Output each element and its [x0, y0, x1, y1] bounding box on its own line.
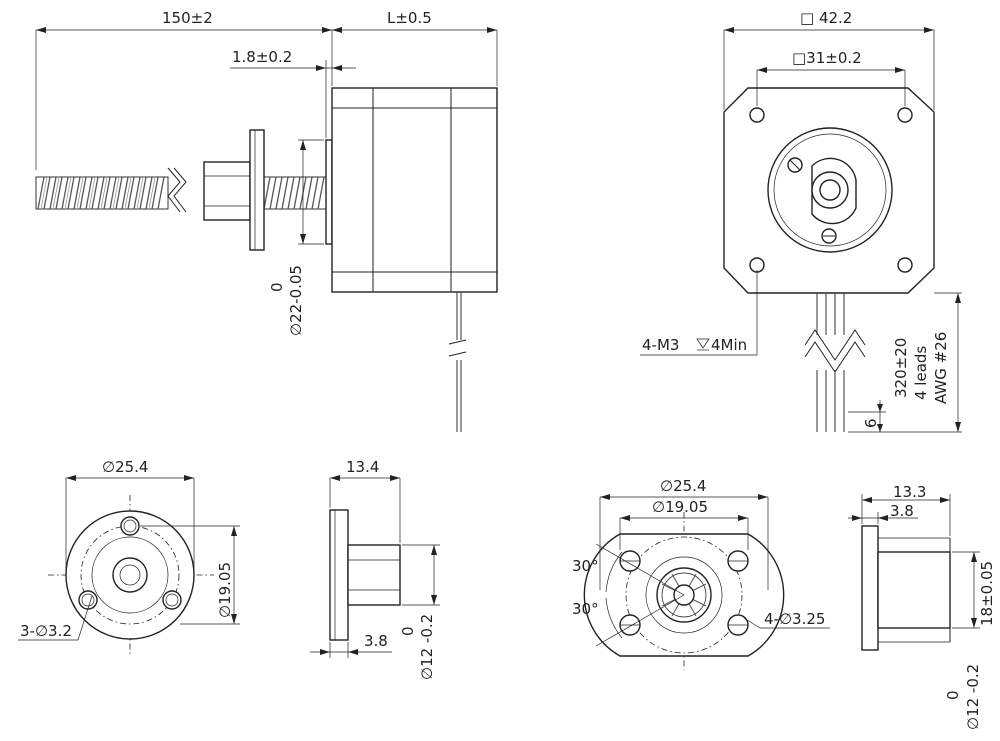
nut-a-side-flange [329, 509, 349, 641]
lead-gauge-label: AWG #26 [932, 332, 950, 404]
nut-a-hole-1 [120, 516, 140, 536]
nut-a-holes-dim: 3-∅3.2 [20, 622, 72, 640]
mount-holes-dim: 4-M3 [642, 336, 679, 354]
mount-hole-bl [749, 257, 765, 273]
nut-b-flange-thk: 3.8 [890, 502, 914, 520]
screw-length-dim: 150±2 [162, 9, 213, 27]
lead-count-label: 4 leads [912, 346, 930, 400]
nut-b-flange-dia: ∅25.4 [660, 477, 706, 495]
nut-on-screw [203, 129, 265, 251]
motor-boss [325, 139, 333, 245]
motor-length-dim: L±0.5 [387, 9, 432, 27]
nut-a-bolt-circle: ∅19.05 [216, 562, 234, 618]
strip-length-dim: 6 [862, 418, 880, 428]
boss-diameter-dim: ∅22-0.05 [287, 265, 305, 336]
nut-a-side-body [347, 544, 401, 606]
nut-b-body-dia: ∅12 -0.2 [964, 664, 982, 730]
motor-body [331, 87, 498, 293]
nut-b-length: 13.3 [893, 483, 926, 501]
nut-b-tol-upper: 0 [944, 690, 962, 700]
mount-hole-tr [897, 107, 913, 123]
nut-b-side-body [877, 551, 951, 629]
nut-a-side-view: 13.4 3.8 0 ∅12 -0.2 [310, 458, 440, 680]
nut-a-hole-3 [162, 590, 182, 610]
mount-hole-br [897, 257, 913, 273]
nut-b-angle-lower: 30° [572, 600, 599, 618]
nut-b-side-view: 13.3 3.8 18±0.05 0 ∅12 -0.2 [848, 483, 996, 730]
flange-size-dim: □ 42.2 [800, 9, 852, 27]
motor-front-view: □ 42.2 □31±0.2 4-M3 4Min 320±20 4 leads … [640, 9, 962, 433]
lead-screw [35, 167, 331, 213]
lead-length-dim: 320±20 [892, 338, 910, 398]
boss-tol-upper: 0 [268, 282, 286, 292]
nut-a-tol-upper: 0 [399, 626, 417, 636]
nut-b-angle-upper: 30° [572, 557, 599, 575]
mount-depth-dim: 4Min [711, 336, 747, 354]
nut-b-bolt-circle: ∅19.05 [652, 498, 708, 516]
motor-side-view: 150±2 L±0.5 1.8±0.2 0 ∅22-0.05 [35, 9, 498, 432]
nut-a-front-view: ∅25.4 ∅19.05 3-∅3.2 [18, 458, 240, 655]
nut-b-holes-dim: 4-∅3.25 [764, 610, 825, 628]
front-lead-wires [804, 293, 866, 432]
nut-a-flange-thk: 3.8 [364, 632, 388, 650]
mount-hole-tl [749, 107, 765, 123]
boss-height-dim: 1.8±0.2 [232, 48, 292, 66]
nut-a-body-dia: ∅12 -0.2 [418, 614, 436, 680]
hole-spacing-dim: □31±0.2 [792, 49, 862, 67]
nut-b-flat-width: 18±0.05 [978, 561, 996, 626]
lead-wire [448, 292, 467, 432]
nut-b-side-flange [861, 525, 879, 651]
nut-b-front-view: ∅25.4 ∅19.05 30° 30° 4-∅3.25 [572, 477, 830, 670]
nut-a-length: 13.4 [346, 458, 379, 476]
nut-a-flange-dia: ∅25.4 [102, 458, 148, 476]
